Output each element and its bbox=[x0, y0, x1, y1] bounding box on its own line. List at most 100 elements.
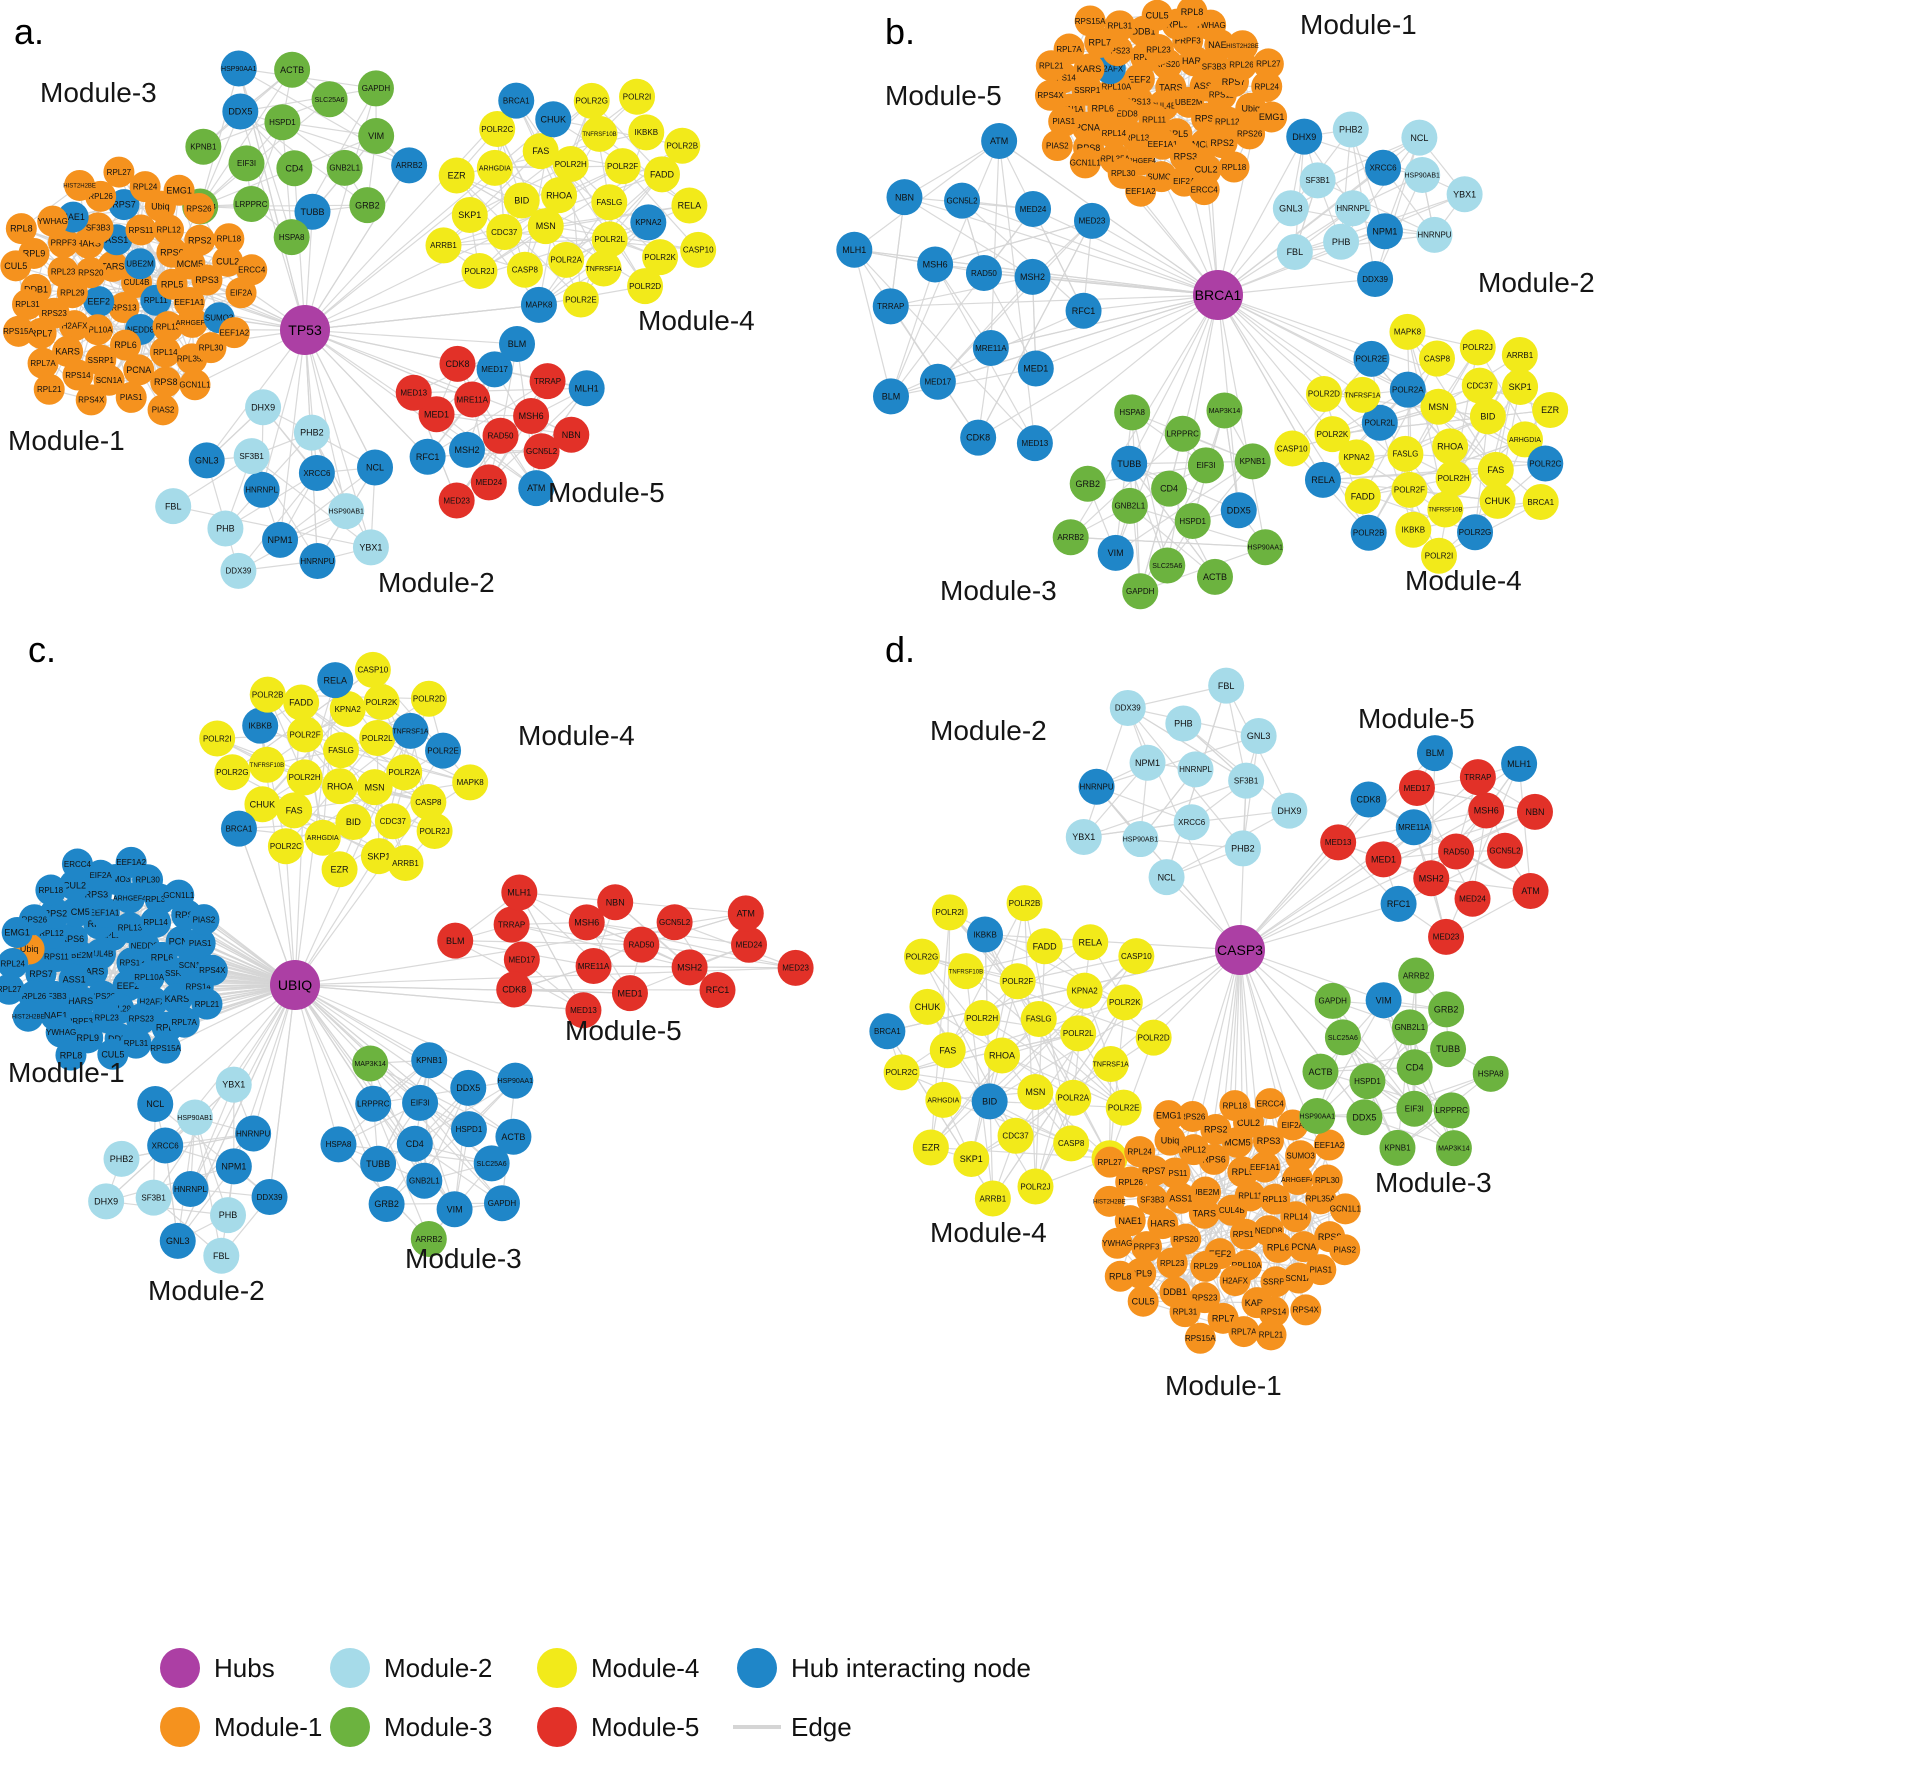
node-blm[interactable]: BLM bbox=[1416, 735, 1453, 772]
node-hsp90aa1[interactable]: HSP90AA1 bbox=[497, 1062, 534, 1099]
node-circle[interactable] bbox=[964, 1000, 1001, 1037]
node-rpl31[interactable]: RPL31 bbox=[1104, 10, 1136, 42]
node-med13[interactable]: MED13 bbox=[1320, 824, 1357, 861]
node-cd4[interactable]: CD4 bbox=[276, 150, 313, 187]
node-circle[interactable] bbox=[522, 133, 559, 170]
node-rfc1[interactable]: RFC1 bbox=[699, 971, 736, 1008]
node-eef1a1[interactable]: EEF1A1 bbox=[1147, 128, 1179, 160]
node-circle[interactable] bbox=[1365, 149, 1402, 186]
node-circle[interactable] bbox=[1305, 375, 1342, 412]
node-eif3i[interactable]: EIF3I bbox=[228, 145, 265, 182]
node-circle[interactable] bbox=[1196, 558, 1233, 595]
node-circle[interactable] bbox=[354, 651, 391, 688]
node-circle[interactable] bbox=[352, 529, 389, 566]
node-rpl13[interactable]: RPL13 bbox=[114, 912, 146, 944]
node-rps15a[interactable]: RPS15A bbox=[150, 1032, 182, 1064]
node-cul5[interactable]: CUL5 bbox=[1141, 0, 1173, 31]
node-circle[interactable] bbox=[1254, 1088, 1286, 1120]
node-circle[interactable] bbox=[495, 1118, 532, 1155]
node-circle[interactable] bbox=[1055, 1079, 1092, 1116]
node-circle[interactable] bbox=[1249, 1151, 1281, 1183]
node-circle[interactable] bbox=[410, 680, 447, 717]
node-circle[interactable] bbox=[960, 419, 997, 456]
node-circle[interactable] bbox=[220, 552, 257, 589]
node-circle[interactable] bbox=[925, 1081, 962, 1118]
node-circle[interactable] bbox=[917, 246, 954, 283]
node-circle[interactable] bbox=[909, 988, 946, 1025]
node-circle[interactable] bbox=[274, 51, 311, 88]
node-arrb1[interactable]: ARRB1 bbox=[1501, 337, 1538, 374]
node-circle[interactable] bbox=[527, 208, 564, 245]
node-circle[interactable] bbox=[1304, 461, 1341, 498]
node-polr2c[interactable]: POLR2C bbox=[1527, 445, 1564, 482]
node-polr2e[interactable]: POLR2E bbox=[425, 732, 462, 769]
node-cdk8[interactable]: CDK8 bbox=[960, 419, 997, 456]
node-circle[interactable] bbox=[1164, 415, 1201, 452]
node-circle[interactable] bbox=[123, 354, 155, 386]
node-rpl21[interactable]: RPL21 bbox=[1035, 50, 1067, 82]
node-rps11[interactable]: RPS11 bbox=[125, 214, 157, 246]
node-circle[interactable] bbox=[172, 1170, 209, 1207]
node-hspa8[interactable]: HSPA8 bbox=[1114, 394, 1151, 431]
node-circle[interactable] bbox=[1389, 371, 1426, 408]
node-tnfrsf10b[interactable]: TNFRSF10B bbox=[1427, 491, 1464, 528]
node-rps2[interactable]: RPS2 bbox=[1206, 127, 1238, 159]
node-rps8[interactable]: RPS8 bbox=[150, 366, 182, 398]
node-gcn1l1[interactable]: GCN1L1 bbox=[179, 369, 211, 401]
node-ddx39[interactable]: DDX39 bbox=[220, 552, 257, 589]
node-polr2k[interactable]: POLR2K bbox=[642, 239, 679, 276]
node-polr2i[interactable]: POLR2I bbox=[1420, 537, 1457, 574]
node-circle[interactable] bbox=[188, 442, 225, 479]
node-sf3b1[interactable]: SF3B1 bbox=[1299, 162, 1336, 199]
node-circle[interactable] bbox=[1190, 1250, 1222, 1282]
node-circle[interactable] bbox=[1430, 1031, 1467, 1068]
node-circle[interactable] bbox=[52, 335, 84, 367]
node-circle[interactable] bbox=[1350, 781, 1387, 818]
node-circle[interactable] bbox=[872, 378, 909, 415]
node-msn[interactable]: MSN bbox=[1420, 388, 1457, 425]
node-circle[interactable] bbox=[207, 510, 244, 547]
node-cul5[interactable]: CUL5 bbox=[97, 1038, 129, 1070]
node-circle[interactable] bbox=[245, 389, 282, 426]
node-polr2l[interactable]: POLR2L bbox=[1060, 1015, 1097, 1052]
node-tnfrsf1a[interactable]: TNFRSF1A bbox=[1093, 1045, 1130, 1082]
node-rps3[interactable]: RPS3 bbox=[1252, 1125, 1284, 1157]
node-med13[interactable]: MED13 bbox=[565, 992, 602, 1029]
node-circle[interactable] bbox=[1459, 759, 1496, 796]
node-circle[interactable] bbox=[493, 906, 530, 943]
node-hspd1[interactable]: HSPD1 bbox=[264, 104, 301, 141]
node-polr2a[interactable]: POLR2A bbox=[548, 241, 585, 278]
node-blm[interactable]: BLM bbox=[499, 325, 536, 362]
node-circle[interactable] bbox=[501, 874, 538, 911]
node-ddx5[interactable]: DDX5 bbox=[1220, 492, 1257, 529]
node-faslg[interactable]: FASLG bbox=[591, 184, 628, 221]
node-circle[interactable] bbox=[406, 1162, 443, 1199]
node-bid[interactable]: BID bbox=[1469, 398, 1506, 435]
hub-node-ubiq[interactable]: UBIQ bbox=[270, 960, 320, 1010]
node-circle[interactable] bbox=[872, 288, 909, 325]
node-med23[interactable]: MED23 bbox=[1073, 202, 1110, 239]
node-circle[interactable] bbox=[188, 904, 220, 936]
node-rps15a[interactable]: RPS15A bbox=[3, 315, 35, 347]
node-slc25a6[interactable]: SLC25A6 bbox=[473, 1145, 510, 1182]
node-vim[interactable]: VIM bbox=[1365, 982, 1402, 1019]
node-circle[interactable] bbox=[323, 732, 360, 769]
node-circle[interactable] bbox=[293, 414, 330, 451]
node-circle[interactable] bbox=[1280, 1201, 1312, 1233]
node-npm1[interactable]: NPM1 bbox=[215, 1148, 252, 1185]
node-rpl14[interactable]: RPL14 bbox=[1280, 1201, 1312, 1233]
node-circle[interactable] bbox=[109, 329, 141, 361]
node-ssrp1[interactable]: SSRP1 bbox=[1260, 1266, 1292, 1298]
node-circle[interactable] bbox=[1072, 924, 1109, 961]
node-rps14[interactable]: RPS14 bbox=[1258, 1296, 1290, 1328]
node-circle[interactable] bbox=[1395, 809, 1432, 846]
node-grb2[interactable]: GRB2 bbox=[1428, 991, 1465, 1028]
node-circle[interactable] bbox=[1366, 213, 1403, 250]
node-mlh1[interactable]: MLH1 bbox=[1501, 745, 1538, 782]
node-circle[interactable] bbox=[1190, 1176, 1222, 1208]
node-pias2[interactable]: PIAS2 bbox=[1329, 1234, 1361, 1266]
node-circle[interactable] bbox=[611, 975, 648, 1012]
node-circle[interactable] bbox=[470, 464, 507, 501]
node-circle[interactable] bbox=[1020, 1000, 1057, 1037]
node-rpl12[interactable]: RPL12 bbox=[153, 214, 185, 246]
